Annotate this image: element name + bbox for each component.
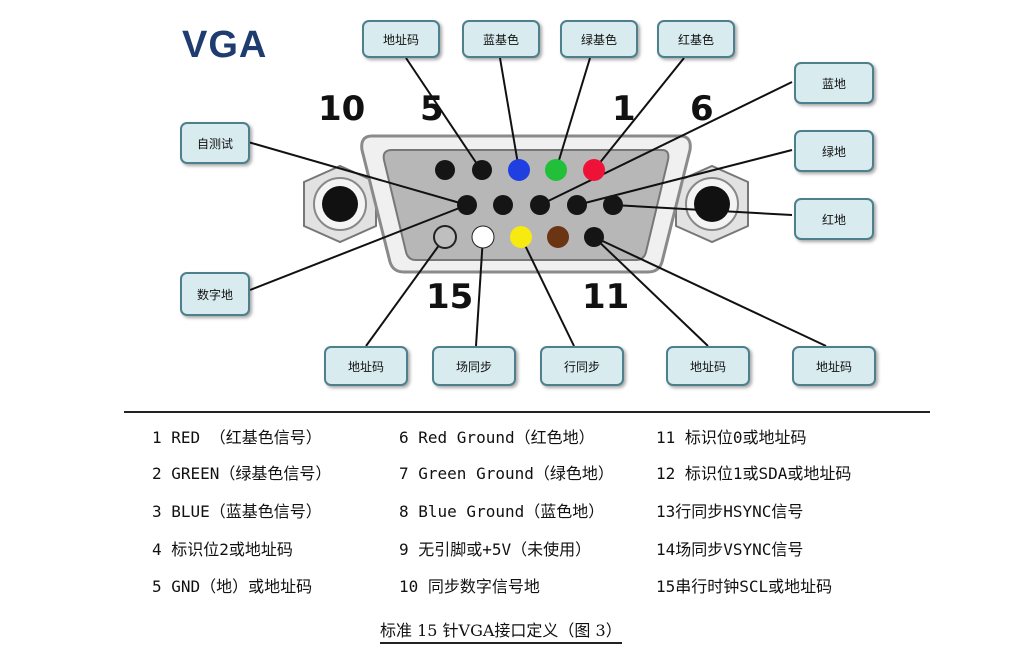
pin-11 bbox=[584, 227, 604, 247]
vga-connector-diagram bbox=[247, 57, 827, 347]
pin-def-row: 7 Green Ground（绿色地） bbox=[399, 464, 614, 483]
pin-number-11: 11 bbox=[582, 277, 630, 317]
figure-caption: 标准 15 针VGA接口定义（图 3） bbox=[380, 617, 622, 644]
pin-number-6: 6 bbox=[690, 89, 714, 129]
pin-12-brown bbox=[547, 226, 569, 248]
callout-vertical-sync: 场同步 bbox=[432, 346, 516, 386]
callout-bottom-address-code-2: 地址码 bbox=[666, 346, 750, 386]
pin-def-row: 1 RED （红基色信号） bbox=[152, 428, 322, 447]
pin-6 bbox=[603, 195, 623, 215]
right-screw-hex bbox=[675, 164, 749, 244]
pin-number-1: 1 bbox=[612, 89, 636, 129]
callout-green-ground: 绿地 bbox=[794, 130, 874, 172]
pin-13-yellow bbox=[510, 226, 532, 248]
pin-14-white bbox=[471, 225, 495, 249]
callout-bottom-address-code-1: 地址码 bbox=[324, 346, 408, 386]
pin-def-row: 14场同步VSYNC信号 bbox=[656, 540, 804, 559]
pin-def-row: 12 标识位1或SDA或地址码 bbox=[656, 464, 852, 483]
left-screw-hex bbox=[303, 164, 377, 244]
pin-number-15: 15 bbox=[426, 277, 474, 317]
callout-blue-primary: 蓝基色 bbox=[462, 20, 540, 58]
pin-3-blue bbox=[508, 159, 530, 181]
pin-def-row: 15串行时钟SCL或地址码 bbox=[656, 577, 833, 596]
callout-bottom-address-code-3: 地址码 bbox=[792, 346, 876, 386]
callout-self-test: 自测试 bbox=[180, 122, 250, 164]
pin-def-row: 5 GND（地）或地址码 bbox=[152, 577, 313, 596]
pin-def-row: 9 无引脚或+5V（未使用） bbox=[399, 540, 592, 559]
callout-digital-ground: 数字地 bbox=[180, 272, 250, 316]
vga-title: VGA bbox=[182, 24, 268, 66]
callout-red-ground: 红地 bbox=[794, 198, 874, 240]
callout-blue-ground: 蓝地 bbox=[794, 62, 874, 104]
pin-def-row: 10 同步数字信号地 bbox=[399, 577, 540, 596]
callout-top-address-code: 地址码 bbox=[362, 20, 440, 58]
pin-def-row: 13行同步HSYNC信号 bbox=[656, 502, 804, 521]
pin-1-red bbox=[583, 159, 605, 181]
pin-8 bbox=[530, 195, 550, 215]
pin-number-10: 10 bbox=[318, 89, 366, 129]
callout-green-primary: 绿基色 bbox=[560, 20, 638, 58]
pin-def-row: 3 BLUE（蓝基色信号） bbox=[152, 502, 322, 521]
pin-2-green bbox=[545, 159, 567, 181]
pin-number-5: 5 bbox=[420, 89, 444, 129]
pin-def-row: 4 标识位2或地址码 bbox=[152, 540, 293, 559]
pin-def-row: 8 Blue Ground（蓝色地） bbox=[399, 502, 605, 521]
pin-7 bbox=[567, 195, 587, 215]
pin-15-grey bbox=[433, 225, 457, 249]
pin-10 bbox=[457, 195, 477, 215]
pin-5 bbox=[435, 160, 455, 180]
pin-def-row: 2 GREEN（绿基色信号） bbox=[152, 464, 332, 483]
pin-def-row: 6 Red Ground（红色地） bbox=[399, 428, 595, 447]
callout-lines bbox=[247, 57, 827, 347]
pin-9 bbox=[493, 195, 513, 215]
callout-horizontal-sync: 行同步 bbox=[540, 346, 624, 386]
pin-def-row: 11 标识位0或地址码 bbox=[656, 428, 807, 447]
table-divider bbox=[124, 411, 930, 413]
callout-red-primary: 红基色 bbox=[657, 20, 735, 58]
pin-4 bbox=[472, 160, 492, 180]
